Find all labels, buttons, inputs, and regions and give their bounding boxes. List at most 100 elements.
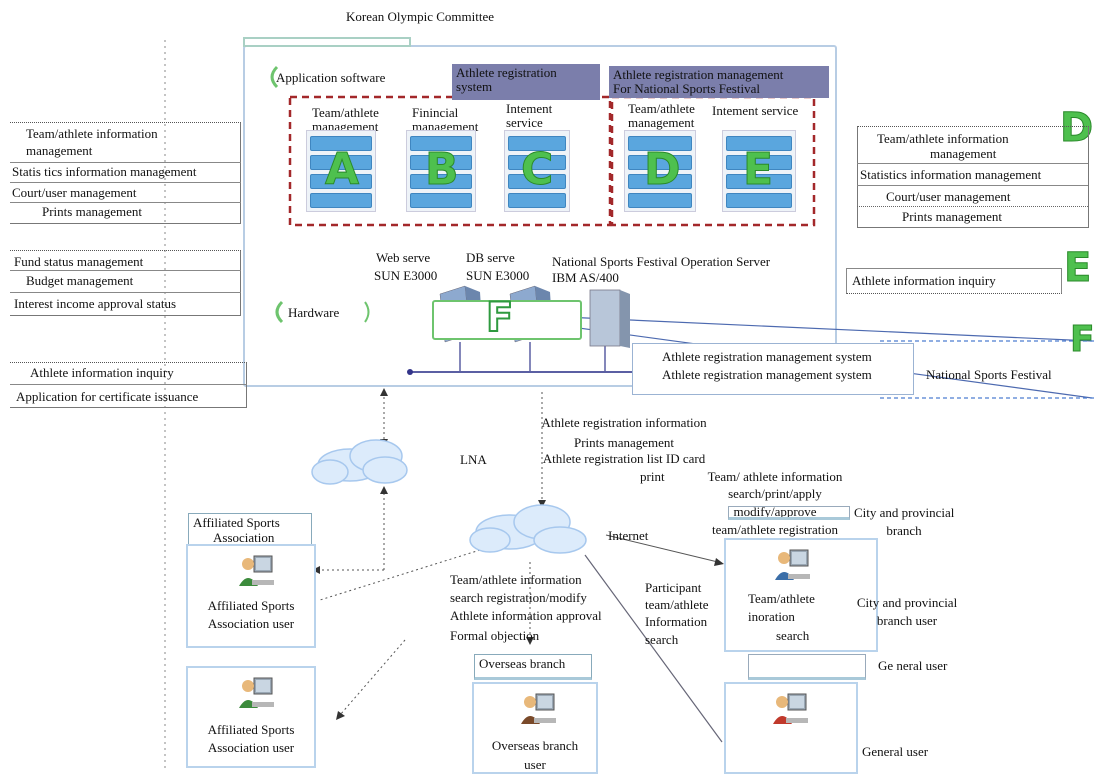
module-letter-c: C xyxy=(520,144,554,195)
module-block-d xyxy=(624,130,696,212)
letter-f-main: F xyxy=(485,295,514,341)
affiliated-user-2-line-b: Association user xyxy=(207,740,295,755)
web-server-model: SUN E3000 xyxy=(374,268,438,283)
city-title-1: City and provincial xyxy=(854,505,955,520)
athlete-registration-system-title: Athlete registration system xyxy=(456,65,557,94)
to-city-4: team/athlete registration xyxy=(712,522,838,537)
affiliated-user-1-line-b: Association user xyxy=(207,616,295,631)
general-title: Ge neral user xyxy=(878,658,948,673)
participant-3: Information xyxy=(645,614,708,629)
right-d-item-1b: management xyxy=(930,146,997,161)
module-block-b xyxy=(406,130,476,212)
city-box-line-2: inoration xyxy=(748,609,795,624)
right-d-item-1: Team/athlete information xyxy=(877,131,1009,146)
letter-f-right: F xyxy=(1070,319,1096,361)
city-user-line-2: branch user xyxy=(876,613,938,628)
left-a-item-1: Team/athlete information xyxy=(26,126,158,141)
right-d-item-2: Statistics information management xyxy=(860,167,1042,182)
application-software-label: Application software xyxy=(276,70,386,85)
national-system-title-line-2: For National Sports Festival xyxy=(613,81,760,96)
center-flow-1: Athlete registration information xyxy=(541,415,707,430)
to-city-3: modify/approve xyxy=(733,504,817,519)
user-workstation-icon xyxy=(775,549,810,580)
participant-4: search xyxy=(645,632,679,647)
db-server-label: DB serve xyxy=(466,250,515,265)
from-affiliated-3: Athlete information approval xyxy=(450,608,602,623)
module-letter-a: A xyxy=(324,144,360,195)
overseas-title-text: Overseas branch xyxy=(479,656,566,671)
nsf-server-model: IBM AS/400 xyxy=(552,270,619,285)
user-workstation-icon xyxy=(239,555,274,586)
to-city-1: Team/ athlete information xyxy=(707,469,843,484)
module-block-e xyxy=(722,130,796,212)
affiliated-user-2-line-a: Affiliated Sports xyxy=(207,722,295,737)
general-user-label: General user xyxy=(862,744,929,759)
right-f-item-3: National Sports Festival xyxy=(926,367,1052,382)
module-block-a xyxy=(306,130,376,212)
left-a-item-3: Court/user management xyxy=(12,185,137,200)
right-d-item-4: Prints management xyxy=(902,209,1003,224)
right-group-f-box xyxy=(632,343,914,395)
module-label-c: Intement service xyxy=(506,101,553,130)
overseas-title: Overseas branch xyxy=(474,654,592,680)
left-b-item-3: Interest income approval status xyxy=(14,296,177,311)
module-letter-b: B xyxy=(425,144,460,195)
internet-label: Internet xyxy=(608,528,649,543)
center-flow-3: Athlete registration list ID card xyxy=(542,451,706,466)
overseas-user-line-b: user xyxy=(524,757,546,772)
left-group-a-box xyxy=(10,122,241,224)
left-b-item-1: Fund status management xyxy=(14,254,144,269)
right-f-item-1: Athlete registration management system xyxy=(662,349,872,364)
right-f-item-2: Athlete registration management system xyxy=(662,367,872,382)
right-e-item-1: Athlete information inquiry xyxy=(852,273,996,288)
nsf-server-label: National Sports Festival Operation Serve… xyxy=(552,254,771,269)
from-affiliated-4: Formal objection xyxy=(450,628,540,643)
user-workstation-icon xyxy=(773,693,808,724)
participant-2: team/athlete xyxy=(645,597,709,612)
city-title-2: branch xyxy=(886,523,922,538)
to-city-2: search/print/apply xyxy=(728,486,822,501)
overseas-user-card xyxy=(472,682,598,774)
affiliated-title-1: Affiliated Sports xyxy=(193,515,280,530)
athlete-registration-system-header: Athlete registration system xyxy=(452,64,600,100)
module-label-d: Team/athlete management xyxy=(628,101,695,130)
left-c-item-1: Athlete information inquiry xyxy=(30,365,174,380)
module-letter-e: E xyxy=(742,144,774,195)
right-d-item-3: Court/user management xyxy=(886,189,1011,204)
left-b-item-2: Budget management xyxy=(26,273,134,288)
db-server-model: SUN E3000 xyxy=(466,268,530,283)
module-letter-d: D xyxy=(644,144,682,195)
city-user-line-1: City and provincial xyxy=(856,595,958,610)
affiliated-title-2: Association xyxy=(213,530,275,545)
module-label-e: Intement service xyxy=(712,103,799,118)
left-a-item-1b: management xyxy=(26,143,93,158)
center-flow-2: Prints management xyxy=(573,435,674,450)
from-affiliated-1: Team/athlete information xyxy=(450,572,582,587)
left-a-item-4: Prints management xyxy=(42,204,143,219)
hardware-label: Hardware xyxy=(288,305,340,320)
right-group-e-box xyxy=(846,268,1062,294)
user-workstation-icon xyxy=(521,693,556,724)
general-title-bar xyxy=(748,654,866,680)
module-block-c xyxy=(504,130,570,212)
page-title: Korean Olympic Committee xyxy=(346,9,495,24)
left-group-b-box xyxy=(10,250,241,316)
affiliated-user-card-1 xyxy=(186,544,316,648)
right-group-d-box xyxy=(857,126,1089,228)
letter-e-right: E xyxy=(1063,245,1092,291)
left-group-c-box xyxy=(10,362,247,408)
national-system-title-line-1: Athlete registration management xyxy=(613,67,784,82)
lna-label: LNA xyxy=(460,452,487,467)
city-box-line-1: Team/athlete xyxy=(748,591,815,606)
user-workstation-icon xyxy=(239,677,274,708)
city-box-line-3: search xyxy=(776,628,810,643)
left-c-item-2: Application for certificate issuance xyxy=(16,389,199,404)
from-affiliated-2: search registration/modify xyxy=(450,590,587,605)
center-flow-4: print xyxy=(640,469,665,484)
participant-1: Participant xyxy=(645,580,702,595)
affiliated-user-1-line-a: Affiliated Sports xyxy=(207,598,295,613)
web-server-label: Web serve xyxy=(376,250,431,265)
nsf-server-icon xyxy=(589,289,630,348)
national-system-header: Athlete registration management For Nati… xyxy=(609,66,829,98)
f-highlight-box xyxy=(432,300,582,340)
